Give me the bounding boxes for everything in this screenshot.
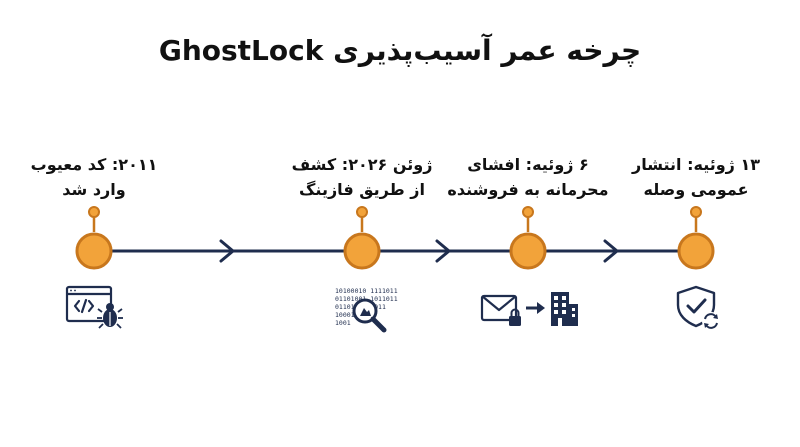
event-discovery-line2: از طریق فازینگ	[299, 180, 425, 199]
event-label-patch: ۱۳ ژوئیه: انتشار عمومی وصله	[606, 152, 786, 202]
event-patch-line1: ۱۳ ژوئیه: انتشار	[632, 155, 760, 174]
diagram-title: چرخه عمر آسیب‌پذیری GhostLock	[158, 34, 642, 67]
event-2011-line1: ۲۰۱۱: کد معیوب	[30, 155, 158, 174]
event-label-disclosure: ۶ ژوئیه: افشای محرمانه به فروشنده	[438, 152, 618, 202]
event-disclosure-line1: ۶ ژوئیه: افشای	[467, 155, 589, 174]
event-2011-line2: وارد شد	[62, 180, 126, 199]
event-patch-line2: عمومی وصله	[643, 180, 749, 199]
svg-text:10100010 1111011: 10100010 1111011	[335, 287, 398, 295]
timeline-arrow-1	[219, 239, 235, 263]
code-bug-icon	[65, 285, 123, 329]
event-discovery-line1: ژوئن ۲۰۲۶: کشف	[291, 155, 433, 174]
event-label-2011: ۲۰۱۱: کد معیوب وارد شد	[4, 152, 184, 202]
svg-text:1001: 1001	[335, 319, 351, 327]
timeline-arrow-3	[603, 239, 619, 263]
event-label-discovery: ژوئن ۲۰۲۶: کشف از طریق فازینگ	[272, 152, 452, 202]
timeline-arrow-2	[435, 239, 451, 263]
timeline-node-discovery	[343, 206, 381, 270]
shield-check-icon	[676, 285, 720, 330]
timeline-node-patch	[677, 206, 715, 270]
binary-search-icon: 10100010 1111011 01101001 1011011 01101 …	[335, 287, 398, 333]
mail-lock-building-icon	[480, 292, 578, 326]
timeline-node-2011	[75, 206, 113, 270]
event-disclosure-line2: محرمانه به فروشنده	[447, 180, 609, 199]
timeline-node-disclosure	[509, 206, 547, 270]
